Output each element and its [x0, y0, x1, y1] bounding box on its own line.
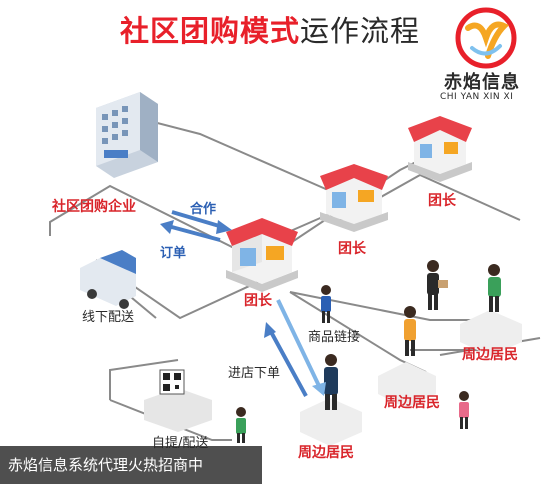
leader-shop-icon — [226, 218, 298, 292]
node-resident-3: 周边居民 — [462, 347, 518, 363]
node-leader-3: 团长 — [428, 193, 456, 209]
delivery-truck-icon — [80, 250, 136, 309]
qr-code-icon — [144, 369, 212, 432]
promo-caption: 赤焰信息系统代理火热招商中 — [0, 446, 262, 484]
enterprise-building-icon — [96, 92, 158, 178]
title-main: 社区团购模式 — [120, 14, 301, 48]
diagram-title: 社区团购模式运作流程 — [120, 8, 420, 50]
logo-name: 赤焰信息 — [444, 72, 520, 93]
node-enterprise: 社区团购企业 — [52, 199, 136, 215]
leader-2-shop-icon — [320, 164, 388, 232]
node-resident-1: 周边居民 — [298, 445, 354, 461]
edge-order: 订单 — [160, 246, 187, 261]
resident-person-icons — [236, 260, 501, 443]
node-resident-2: 周边居民 — [384, 395, 440, 411]
edge-store-order: 进店下单 — [228, 366, 281, 381]
logo-pinyin: CHI YAN XIN XI — [440, 92, 514, 102]
node-leader-main: 团长 — [244, 293, 272, 309]
leader-3-shop-icon — [408, 116, 472, 182]
flow-arrows — [160, 210, 326, 397]
edge-cooperate: 合作 — [190, 202, 217, 217]
node-offline-delivery: 线下配送 — [82, 310, 135, 325]
edge-product-link: 商品链接 — [308, 330, 361, 345]
resident-pedestals — [300, 310, 522, 446]
chiyan-logo-icon — [455, 7, 517, 69]
node-leader-2: 团长 — [338, 241, 366, 257]
title-suffix: 运作流程 — [300, 14, 421, 48]
